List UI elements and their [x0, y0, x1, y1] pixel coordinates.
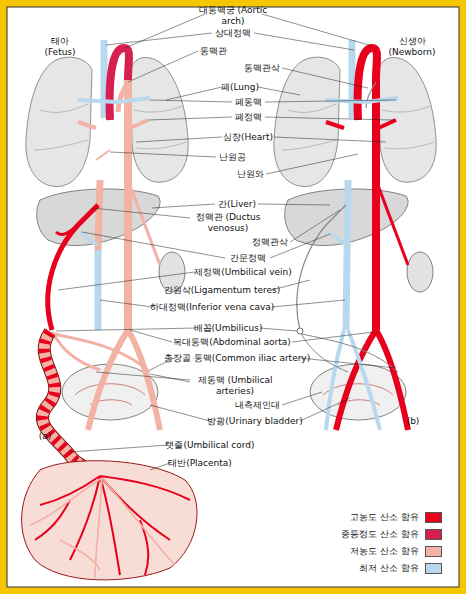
frame-inner: [7, 7, 459, 587]
part-label: 상대정맥: [215, 28, 251, 39]
legend-swatch: [425, 546, 442, 557]
part-label: 폐동맥: [235, 97, 262, 108]
legend-swatch: [425, 563, 442, 574]
fetal-vessels-part: [118, 82, 128, 112]
newborn-vessels-part: [358, 48, 377, 120]
fetal-vessels-part: [42, 332, 100, 474]
leader-lines-part: [128, 51, 198, 82]
fetal-vessels-part: [124, 78, 132, 330]
part-label: 폐(Lung): [221, 82, 259, 93]
part-label: 대동맥궁 (Aortic arch): [195, 5, 271, 27]
legend-row: 저농도 산소 함유: [290, 545, 442, 558]
leader-lines-part: [282, 392, 322, 405]
legend-row: 중등정도 산소 함유: [290, 528, 442, 541]
part-label: 정맥관 (Ductus venosus): [181, 212, 275, 234]
newborn-vessels-part: [346, 180, 348, 330]
legend-row: 고농도 산소 함유: [290, 511, 442, 524]
part-label: 동맥관삭: [244, 63, 280, 74]
part-label: 간(Liver): [218, 199, 256, 210]
legend-text: 고농도 산소 함유: [350, 512, 419, 523]
fetal-vessels-part: [95, 250, 102, 330]
legend-text: 최저 산소 함유: [359, 563, 419, 574]
leader-lines-part: [148, 117, 394, 120]
part-label: 복대동맥(Abdominal aorta): [173, 337, 291, 348]
fetal-vessels-part: [52, 332, 150, 372]
part-label: 난원공: [219, 152, 246, 163]
part-label: (b): [407, 416, 420, 427]
part-label: 간원삭(Ligamentum teres): [164, 285, 280, 296]
organs-part: [75, 384, 145, 405]
newborn-vessels-part: [372, 78, 380, 330]
part-label: 동맥관: [200, 46, 227, 57]
part-label: 간문정맥: [230, 253, 266, 264]
fetal-vessels-part: [128, 180, 160, 265]
leader-lines-part: [266, 154, 358, 174]
part-label: 태반(Placenta): [168, 458, 232, 469]
leader-lines-part: [110, 152, 216, 157]
part-label: 탯줄(Umbilical cord): [165, 440, 254, 451]
part-label: 제동맥 (Umbilical arteries): [178, 375, 292, 397]
legend-text: 중등정도 산소 함유: [341, 529, 419, 540]
fetal-vessels-part: [42, 332, 100, 474]
leader-lines: [56, 14, 396, 470]
part-label: (a): [39, 431, 52, 442]
leader-lines-part: [150, 100, 396, 102]
fetal-vessels-part: [78, 98, 150, 102]
newborn-vessels-part: [326, 330, 380, 430]
part-label: 신생아 (Newborn): [383, 36, 441, 58]
part-label: 난원와: [237, 169, 264, 180]
leader-lines-part: [92, 208, 190, 218]
newborn-vessels-part: [300, 332, 398, 372]
leader-lines-part: [150, 463, 170, 470]
fetal-vessels-part: [110, 48, 129, 120]
newborn-vessels-part: [328, 232, 346, 245]
part-label: 정맥관삭: [252, 237, 288, 248]
leader-lines-part: [82, 232, 330, 258]
part-label: 폐정맥: [235, 112, 262, 123]
leader-lines-part: [96, 372, 190, 382]
legend-swatch: [425, 529, 442, 540]
newborn-vessels-part: [376, 180, 408, 265]
fetal-vessels-part: [56, 225, 78, 234]
organs-part: [34, 104, 88, 150]
leader-lines-part: [70, 445, 168, 452]
part-label: 제정맥(Umbilical vein): [194, 267, 291, 278]
newborn-vessels: [297, 40, 408, 430]
part-label: 총장골 동맥(Common iliac artery): [164, 353, 310, 364]
newborn-vessels-part: [297, 328, 303, 334]
legend-swatch: [425, 512, 442, 523]
part-label: 방광(Urinary bladder): [207, 416, 302, 427]
fetal-vessels-part: [42, 332, 100, 474]
leader-lines-part: [125, 14, 372, 48]
fetal-vessels-part: [80, 232, 98, 245]
leader-lines-part: [290, 210, 340, 242]
fetal-vessels-part: [78, 120, 148, 130]
fetal-vessels-part: [30, 478, 175, 578]
newborn-vessels-part: [297, 205, 346, 330]
organs-part: [134, 106, 186, 149]
leader-lines-part: [282, 68, 368, 88]
legend-text: 저농도 산소 함유: [350, 546, 419, 557]
part-label: 태아 (Fetus): [38, 36, 82, 58]
part-label: 내측제인대: [235, 400, 280, 411]
fetal-vessels-part: [48, 205, 98, 330]
fetal-vessels-part: [22, 461, 197, 580]
part-label: 하대정맥(Inferior vena cava): [150, 302, 275, 313]
newborn-vessels-part: [326, 120, 396, 130]
part-label: 배꼽(Umbilicus): [194, 323, 263, 334]
fetal-vessels-part: [98, 180, 100, 250]
legend-row: 최저 산소 함유: [290, 562, 442, 575]
newborn-vessels-part: [366, 82, 376, 108]
part-label: 심장(Heart): [223, 132, 273, 143]
fetal-vessels-part: [96, 150, 110, 160]
